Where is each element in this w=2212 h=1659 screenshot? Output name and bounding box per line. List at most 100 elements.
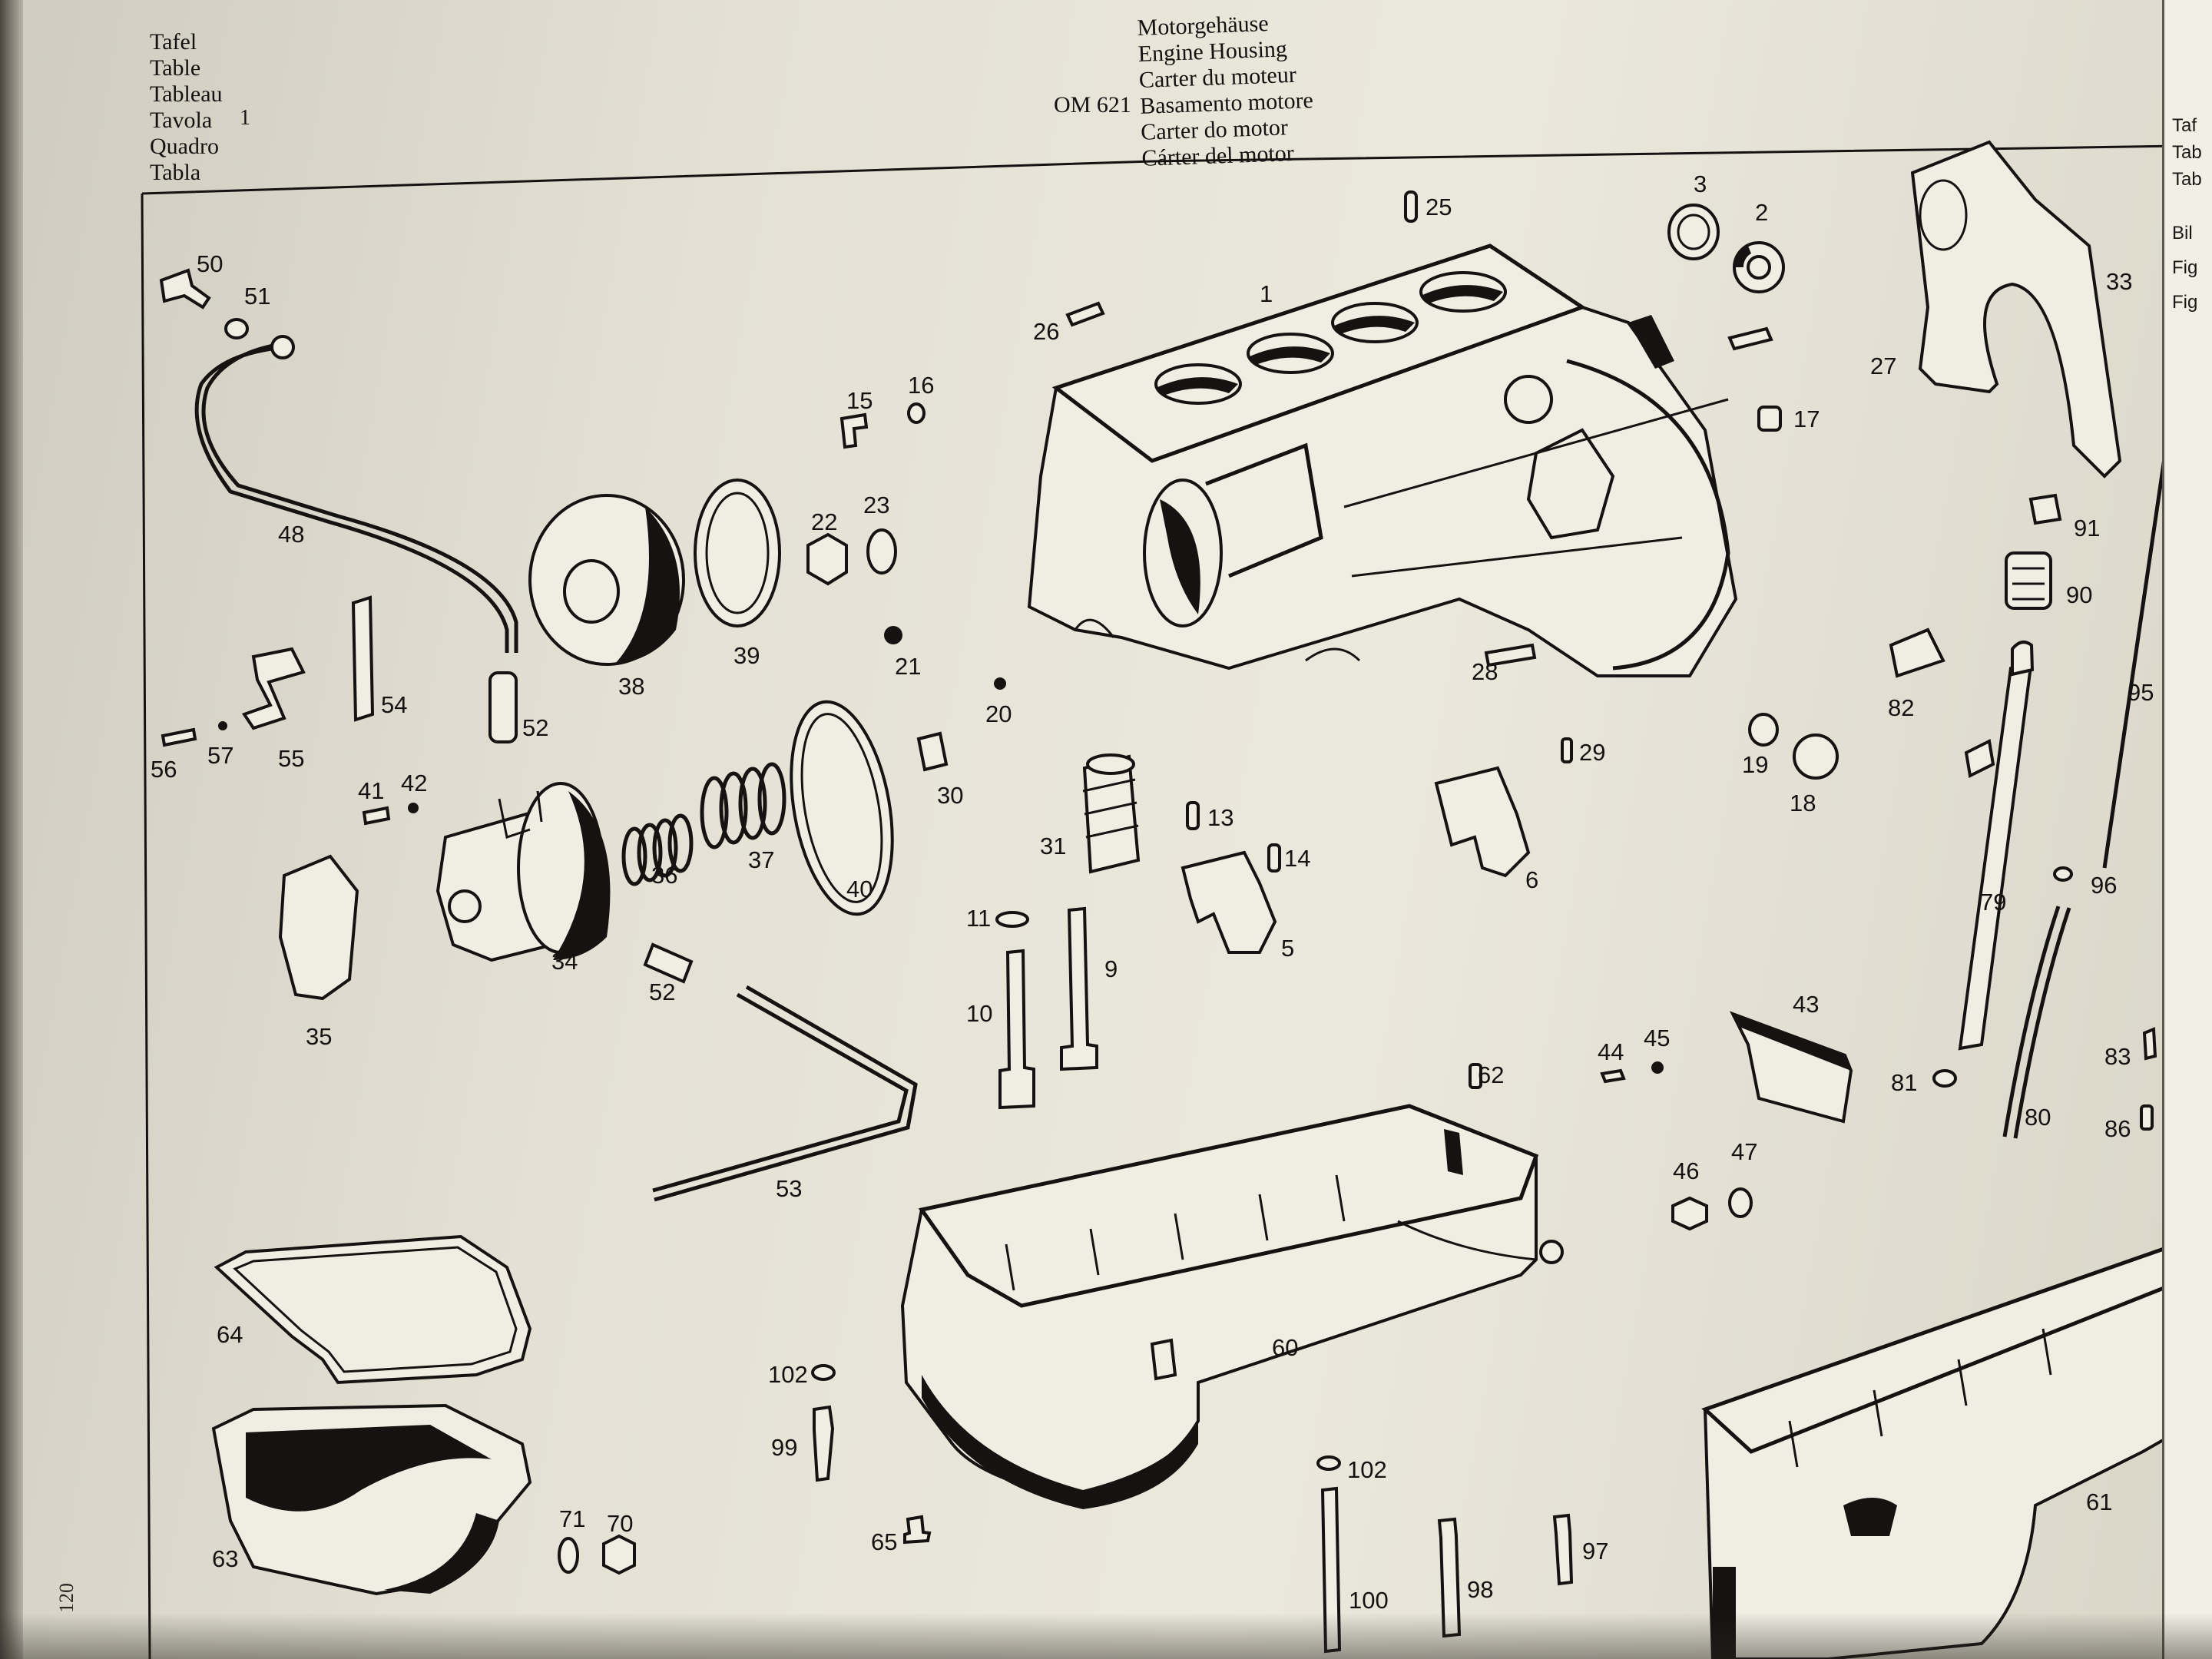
plate-word: Tabla — [150, 160, 201, 185]
part-46-plug-drawing — [1671, 1196, 1708, 1231]
part-38-dome-cover-drawing — [528, 494, 685, 666]
part-52-sleeve-b-drawing — [643, 942, 694, 984]
facing-page-text: Bil — [2172, 223, 2193, 243]
part-number-label: 97 — [1582, 1538, 1608, 1565]
part-19-seal-ring-drawing — [1748, 713, 1779, 747]
part-number-label: 56 — [151, 756, 177, 783]
part-number-label: 48 — [278, 521, 304, 548]
part-26-stud-drawing — [1065, 301, 1105, 327]
plate-word: Tableau — [150, 81, 223, 107]
part-37-spring-drawing — [700, 762, 786, 849]
part-39-gasket-drawing — [694, 478, 781, 628]
part-30-sleeve-drawing — [916, 731, 949, 772]
part-number-label: 64 — [217, 1321, 243, 1348]
part-number-label: 102 — [1347, 1456, 1387, 1483]
part-number-label: 31 — [1040, 833, 1066, 859]
facing-page-text: Taf — [2172, 115, 2197, 136]
part-3-seal-ring-drawing — [1667, 204, 1720, 260]
part-number-label: 29 — [1579, 739, 1605, 766]
part-number-label: 33 — [2106, 268, 2132, 295]
part-17-sleeve-drawing — [1757, 406, 1782, 432]
part-number-label: 42 — [401, 770, 427, 796]
part-number-label: 55 — [278, 745, 304, 772]
part-number-label: 26 — [1033, 318, 1059, 345]
part-54-strip-drawing — [351, 595, 375, 722]
part-25-pin-drawing — [1404, 190, 1418, 223]
part-number-label: 3 — [1694, 171, 1707, 197]
part-40-gasket-drawing — [790, 700, 894, 916]
part-15-bolt-drawing — [839, 412, 869, 449]
part-62-pin-drawing — [1469, 1063, 1482, 1089]
part-5-bearing-cap-drawing — [1181, 850, 1277, 954]
part-number-label: 96 — [2091, 872, 2117, 899]
part-number-label: 21 — [895, 653, 921, 680]
part-14-pin-drawing — [1267, 843, 1281, 873]
part-45-washer-drawing — [1651, 1061, 1664, 1074]
engine-model: OM 621 — [1054, 92, 1131, 118]
engine-block-drawing — [1027, 243, 1738, 677]
part-33-cover-plate-drawing — [1910, 140, 2122, 478]
part-number-label: 34 — [551, 948, 578, 975]
part-48-pipe-drawing — [194, 340, 518, 653]
part-29-pin-drawing — [1561, 737, 1573, 763]
part-number-label: 6 — [1525, 866, 1538, 893]
part-47-seal-drawing — [1728, 1187, 1753, 1218]
plate-label-block: Tafel Table Tableau Tavola Quadro Tabla — [150, 29, 223, 186]
part-61-oil-pan-drawing — [1701, 1246, 2200, 1659]
part-23-seal-ring-drawing — [866, 528, 897, 575]
part-number-label: 14 — [1284, 845, 1310, 872]
part-number-label: 52 — [649, 979, 675, 1005]
part-34-pump-drawing — [435, 782, 611, 962]
part-16-washer-drawing — [907, 402, 926, 424]
part-number-label: 90 — [2066, 581, 2092, 608]
part-51-washer-drawing — [224, 318, 249, 339]
part-number-label: 5 — [1281, 935, 1294, 962]
part-number-label: 51 — [244, 283, 270, 310]
part-number-label: 100 — [1349, 1587, 1389, 1614]
plate-word: Tavola — [150, 108, 213, 133]
part-number-label: 44 — [1598, 1038, 1624, 1065]
part-number-label: 9 — [1104, 955, 1118, 982]
part-number-label: 61 — [2086, 1488, 2112, 1515]
part-65-screw-drawing — [903, 1515, 932, 1545]
part-number-label: 28 — [1472, 658, 1498, 685]
part-91-cap-drawing — [2028, 493, 2062, 525]
part-80-tube-drawing — [2002, 906, 2071, 1139]
part-36-spring-drawing — [621, 813, 694, 886]
part-100-bolt-drawing — [1320, 1486, 1342, 1654]
part-number-label: 15 — [846, 387, 873, 414]
part-28-stud-drawing — [1484, 643, 1537, 667]
part-number-label: 95 — [2128, 679, 2154, 706]
part-90-filter-drawing — [2005, 551, 2052, 610]
part-83-pin-drawing — [2142, 1027, 2157, 1061]
part-56-screw-drawing — [161, 727, 197, 747]
part-33-opening — [1919, 179, 1968, 251]
part-number-label: 98 — [1467, 1576, 1493, 1603]
part-number-label: 20 — [985, 700, 1012, 727]
part-number-label: 17 — [1793, 406, 1820, 432]
part-number-label: 99 — [771, 1434, 797, 1461]
part-20-ball-drawing — [994, 677, 1006, 690]
part-99-bolt-drawing — [813, 1405, 835, 1482]
part-number-label: 63 — [212, 1545, 238, 1572]
part-number-label: 35 — [306, 1023, 332, 1050]
part-55-clip-drawing — [241, 647, 306, 730]
part-21-nut-drawing — [884, 626, 902, 644]
part-11-washer-drawing — [995, 911, 1029, 928]
part-60-oil-pan-drawing — [900, 1104, 1564, 1509]
part-number-label: 22 — [811, 508, 837, 535]
part-96-washer-drawing — [2053, 866, 2073, 882]
part-number-label: 82 — [1888, 694, 1914, 721]
part-number-label: 57 — [207, 742, 233, 769]
part-number-label: 81 — [1891, 1069, 1917, 1096]
part-79-guide-tube-drawing — [1958, 657, 2034, 1051]
plate-word: Tafel — [150, 29, 197, 55]
part-10-bolt-drawing — [998, 949, 1035, 1110]
part-number-label: 71 — [559, 1505, 585, 1532]
part-number-label: 2 — [1755, 199, 1768, 226]
part-number-label: 43 — [1793, 991, 1819, 1018]
part-31-bellows-drawing — [1082, 753, 1141, 874]
part-71-seal-ring-drawing — [558, 1537, 579, 1574]
part-44-screw-drawing — [1600, 1068, 1626, 1084]
